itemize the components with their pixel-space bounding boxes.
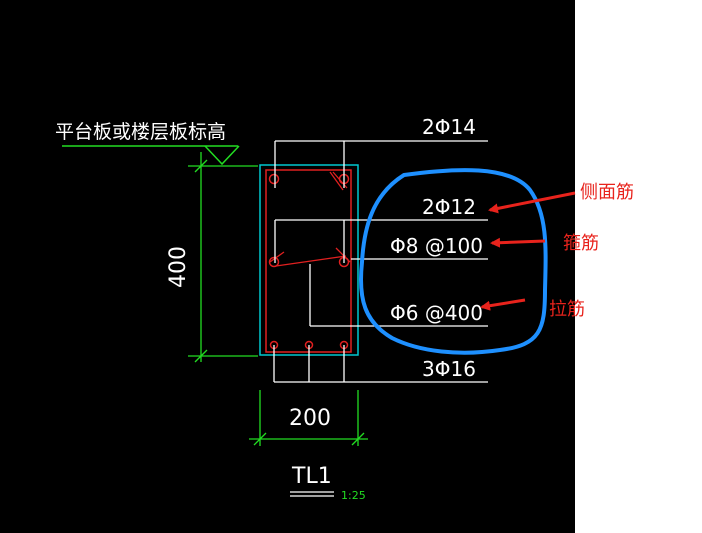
cad-canvas bbox=[0, 0, 575, 533]
slab-level-label: 平台板或楼层板标高 bbox=[55, 121, 226, 143]
width-dimension bbox=[249, 390, 368, 446]
height-dimension bbox=[188, 152, 258, 363]
stirrups-text: Φ8 @100 bbox=[390, 234, 483, 258]
side-bars-note: 侧面筋 bbox=[580, 182, 634, 203]
stirrups-arrow bbox=[490, 237, 546, 248]
ties-note: 拉筋 bbox=[549, 299, 585, 320]
width-dimension-text: 200 bbox=[289, 406, 331, 431]
top-rebar-left bbox=[268, 173, 280, 185]
level-symbol-icon bbox=[204, 145, 240, 166]
ties-arrow bbox=[480, 298, 526, 311]
scale-text: 1:25 bbox=[341, 489, 366, 502]
side-bars-arrow bbox=[488, 191, 576, 214]
top-bars-text: 2Φ14 bbox=[422, 115, 476, 139]
side-bars-text: 2Φ12 bbox=[422, 195, 476, 219]
leader-lines bbox=[273, 140, 488, 497]
tie-bar bbox=[269, 247, 351, 267]
highlight-circle bbox=[358, 168, 548, 355]
ties-text: Φ6 @400 bbox=[390, 301, 483, 325]
height-dimension-text: 400 bbox=[166, 246, 191, 288]
stirrups-note: 箍筋 bbox=[563, 233, 599, 254]
bottom-bars-text: 3Φ16 bbox=[422, 357, 476, 381]
side-rebar-left bbox=[268, 256, 280, 268]
beam-name-text: TL1 bbox=[291, 464, 332, 489]
